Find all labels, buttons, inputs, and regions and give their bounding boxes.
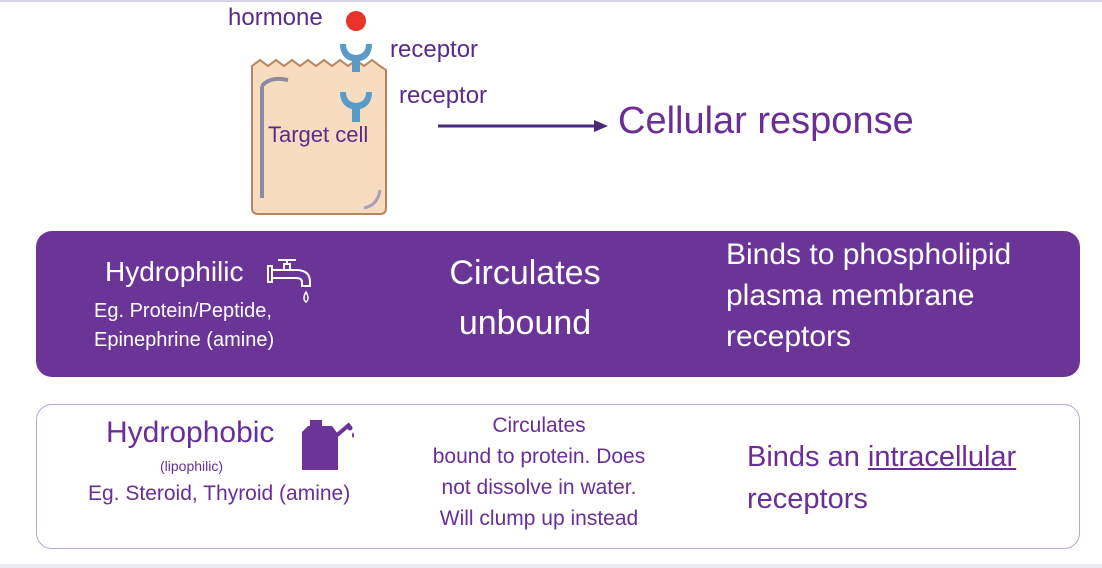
top-border: [0, 0, 1102, 2]
hydrophilic-binding-line: plasma membrane: [726, 279, 975, 312]
bottom-border: [0, 564, 1102, 568]
cellular-response-label: Cellular response: [618, 100, 914, 142]
hydrophobic-binding-line-2: receptors: [747, 483, 868, 515]
hydrophilic-title: Hydrophilic: [105, 256, 244, 287]
hydrophilic-binding-line: Binds to phospholipid: [726, 238, 1012, 271]
intracellular-receptor-label: receptor: [399, 82, 488, 109]
hydrophobic-subtitle: (lipophilic): [160, 458, 224, 474]
hydrophobic-example: Eg. Steroid, Thyroid (amine): [88, 482, 351, 505]
hydrophilic-circulation-line: Circulates: [449, 254, 601, 292]
hydrophilic-circulation-line: unbound: [458, 304, 592, 342]
membrane-receptor-label: receptor: [390, 36, 479, 63]
faucet-icon: [267, 259, 311, 303]
target-cell-illustration: [251, 44, 387, 215]
oil-can-icon: [302, 420, 354, 470]
hormone-dot-icon: [346, 11, 366, 31]
hydrophilic-binding-line: receptors: [726, 320, 852, 353]
binding-prefix: Binds an: [747, 441, 868, 473]
hormone-label: hormone: [228, 4, 323, 31]
hydrophobic-circulation-line: bound to protein. Does: [432, 445, 646, 468]
hydrophobic-circulation-line: Will clump up instead: [439, 507, 639, 530]
cell-body: [251, 58, 387, 215]
arrow-right-icon: [438, 120, 608, 132]
hydrophobic-binding: Binds an intracellular receptors: [747, 436, 1067, 520]
hydrophobic-circulation: Circulates bound to protein. Does not di…: [410, 410, 668, 534]
hydrophobic-circulation-line: Circulates: [492, 414, 586, 437]
hydrophilic-example-2: Epinephrine (amine): [94, 329, 275, 351]
hydrophilic-example-1: Eg. Protein/Peptide,: [94, 300, 272, 322]
hydrophobic-binding-line-1: Binds an intracellular: [747, 436, 1067, 478]
intracellular-receptor-icon: [340, 92, 372, 122]
intracellular-underlined: intracellular: [867, 441, 1017, 473]
hydrophobic-circulation-line: not dissolve in water.: [441, 476, 637, 499]
membrane-receptor-icon: [340, 44, 372, 72]
hydrophilic-circulation: Circulates unbound: [445, 248, 605, 348]
hydrophilic-panel: [36, 231, 1080, 377]
hydrophobic-panel: [36, 404, 1080, 549]
hydrophobic-title: Hydrophobic: [106, 416, 275, 449]
hydrophilic-binding: Binds to phospholipid plasma membrane re…: [726, 234, 1066, 357]
target-cell-label: Target cell: [268, 122, 369, 147]
